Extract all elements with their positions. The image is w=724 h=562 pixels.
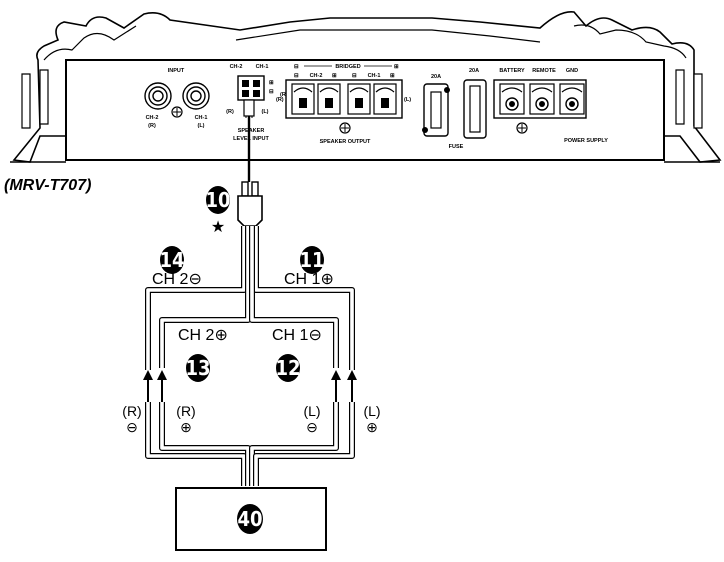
speaker-level-input-connector[interactable] bbox=[237, 75, 265, 101]
spk-ch1-plus-icon: ⊞ bbox=[390, 73, 395, 79]
wire-label-ch1-neg: CH 1⊖ bbox=[272, 327, 322, 344]
harness-wires bbox=[145, 226, 355, 486]
power-battery-label: BATTERY bbox=[499, 68, 525, 74]
spk-side-l: (L) bbox=[404, 97, 411, 103]
harness-lead bbox=[243, 99, 255, 182]
speaker-output-label: SPEAKER OUTPUT bbox=[320, 139, 371, 145]
sli-plus-icon: ⊞ bbox=[269, 80, 274, 86]
wire-label-ch2-pos: CH 2⊕ bbox=[178, 327, 228, 344]
callout-10-text: 10 bbox=[205, 188, 230, 212]
power-gnd-label: GND bbox=[566, 68, 578, 74]
input-ch2-label: CH-2 bbox=[146, 115, 159, 121]
arrow-up-icon bbox=[157, 370, 167, 402]
callout-40-text: 40 bbox=[237, 507, 262, 531]
sli-label-line1: SPEAKER bbox=[238, 128, 265, 134]
spk-ch2-label: CH-2 bbox=[310, 73, 323, 79]
speaker-terminals[interactable] bbox=[291, 83, 397, 115]
connection-arrows bbox=[143, 370, 357, 402]
polarity-l-pos-sign: ⊕ bbox=[366, 419, 378, 435]
callout-11-text: 11 bbox=[299, 248, 324, 272]
callout-13: 13 bbox=[185, 354, 211, 382]
polarity-r-pos-sign: ⊕ bbox=[180, 419, 192, 435]
sli-minus-icon: ⊟ bbox=[269, 89, 274, 95]
input-ch1-label: CH-1 bbox=[195, 115, 208, 121]
speaker-terminal-ch2-minus[interactable] bbox=[291, 83, 315, 115]
sli-side-r: (R) bbox=[280, 92, 288, 98]
sli-label-line2: LEVEL INPUT bbox=[233, 136, 269, 142]
spk-bridged-plus-icon: ⊞ bbox=[394, 64, 399, 70]
amp-fin-right bbox=[573, 24, 687, 59]
wire-label-ch2-neg: CH 2⊖ bbox=[152, 271, 202, 288]
power-supply-label: POWER SUPPLY bbox=[564, 138, 608, 144]
spk-bridged-minus-icon: ⊟ bbox=[294, 64, 299, 70]
sli-ch1-label: CH-1 bbox=[256, 64, 269, 70]
callout-14-text: 14 bbox=[159, 248, 184, 272]
rca-jack-ch1[interactable] bbox=[182, 82, 210, 110]
amp-side-slot-left bbox=[21, 69, 49, 129]
amp-fin-left bbox=[43, 25, 137, 61]
speaker-terminal-ch1-plus[interactable] bbox=[373, 83, 397, 115]
spk-ch2-plus-icon: ⊞ bbox=[332, 73, 337, 79]
fuse-label: FUSE bbox=[449, 144, 464, 150]
speaker-output-section: ⊟ BRIDGED ⊞ ⊟ CH-2 ⊞ ⊟ CH-1 ⊞ bbox=[276, 64, 411, 145]
callout-13-text: 13 bbox=[185, 356, 210, 380]
amp-side-slot-right bbox=[675, 69, 703, 129]
polarity-r-neg-side: (R) bbox=[122, 403, 141, 419]
spk-ch1-minus-icon: ⊟ bbox=[352, 73, 357, 79]
polarity-l-neg-side: (L) bbox=[303, 403, 320, 419]
sli-side-l-bottom: (L) bbox=[261, 109, 268, 115]
bridged-label: BRIDGED bbox=[335, 64, 360, 70]
power-terminal-remote[interactable] bbox=[529, 83, 555, 115]
star-icon: ★ bbox=[211, 219, 225, 236]
arrow-up-icon bbox=[347, 370, 357, 402]
power-terminal-gnd[interactable] bbox=[559, 83, 585, 115]
polarity-r-pos-side: (R) bbox=[176, 403, 195, 419]
fuse-rating-1: 20A bbox=[431, 74, 441, 80]
sli-ch2-label: CH-2 bbox=[230, 64, 243, 70]
input-ch1-side: (L) bbox=[197, 123, 204, 129]
input-title: INPUT bbox=[168, 68, 185, 74]
callout-11: 11 bbox=[299, 246, 325, 274]
harness-plug[interactable] bbox=[237, 181, 263, 227]
polarity-r-neg-sign: ⊖ bbox=[126, 419, 138, 435]
ground-screw-speaker-icon bbox=[339, 122, 351, 134]
input-section: INPUT CH-2 (R) CH-1 (L) bbox=[144, 68, 210, 129]
power-terminal-battery[interactable] bbox=[499, 83, 525, 115]
fuse-holder-1[interactable] bbox=[422, 83, 450, 137]
callout-12-text: 12 bbox=[275, 356, 300, 380]
ground-screw-power-icon bbox=[516, 122, 528, 134]
arrow-up-icon bbox=[143, 370, 153, 402]
spk-ch2-minus-icon: ⊟ bbox=[294, 73, 299, 79]
wire-label-ch1-pos: CH 1⊕ bbox=[284, 271, 334, 288]
callout-12: 12 bbox=[275, 354, 301, 382]
power-supply-section: BATTERY REMOTE GND POWER SUPPLY bbox=[493, 68, 608, 144]
ground-screw-input-icon bbox=[171, 106, 183, 118]
sli-side-r-bottom: (R) bbox=[226, 109, 234, 115]
speaker-level-input-section: CH-2 CH-1 ⊞ ⊟ (R) (R) (L) SPEAKER LEVEL … bbox=[226, 64, 288, 142]
callout-14: 14 bbox=[159, 246, 185, 274]
arrow-up-icon bbox=[331, 370, 341, 402]
spk-side-r: (R) bbox=[276, 97, 284, 103]
speaker-terminal-ch1-minus[interactable] bbox=[347, 83, 371, 115]
head-unit-box: 40 bbox=[175, 487, 327, 551]
fuse-holder-2[interactable] bbox=[463, 79, 487, 139]
polarity-l-neg-sign: ⊖ bbox=[306, 419, 318, 435]
callout-10: 10 bbox=[205, 186, 231, 214]
input-ch2-side: (R) bbox=[148, 123, 156, 129]
amp-top-ridge bbox=[235, 29, 541, 43]
fuse-rating-2: 20A bbox=[469, 68, 479, 74]
rca-jack-ch2[interactable] bbox=[144, 82, 172, 110]
callout-40 bbox=[237, 504, 263, 534]
speaker-terminal-ch2-plus[interactable] bbox=[317, 83, 341, 115]
fuse-section: 20A 20A FUSE bbox=[422, 68, 487, 150]
spk-ch1-label: CH-1 bbox=[368, 73, 381, 79]
power-remote-label: REMOTE bbox=[532, 68, 556, 74]
model-label: (MRV-T707) bbox=[4, 177, 91, 194]
polarity-l-pos-side: (L) bbox=[363, 403, 380, 419]
